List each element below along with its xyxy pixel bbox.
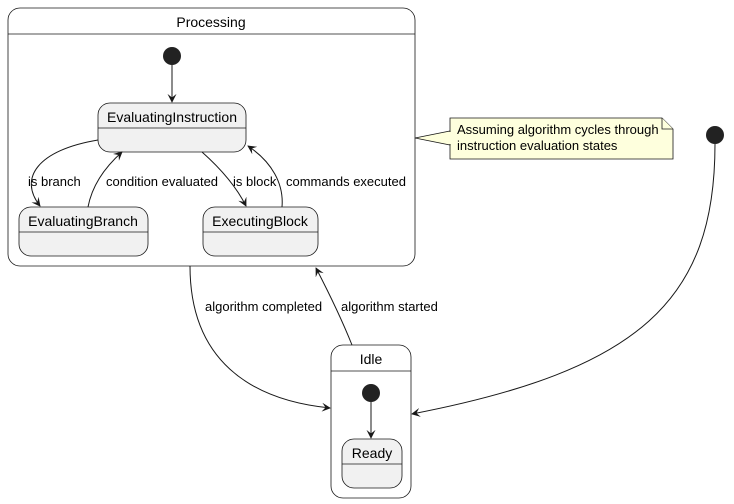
label-condition-evaluated: condition evaluated: [106, 174, 218, 189]
label-is-block: is block: [233, 174, 277, 189]
processing-title: Processing: [176, 14, 245, 30]
label-algorithm-completed: algorithm completed: [205, 299, 322, 314]
note-line-1: Assuming algorithm cycles through: [457, 122, 659, 137]
evaluating-instruction-label: EvaluatingInstruction: [107, 109, 237, 125]
edge-algorithm-started: [315, 267, 353, 346]
evaluating-branch-label: EvaluatingBranch: [28, 213, 138, 229]
edge-is-branch: [30, 139, 99, 207]
evaluating-branch-box: [18, 206, 149, 257]
processing-initial-node: [163, 47, 181, 65]
label-is-branch: is branch: [28, 174, 81, 189]
note-folded-corner: [661, 118, 673, 130]
state-ready[interactable]: Ready: [341, 438, 403, 489]
executing-block-label: ExecutingBlock: [212, 213, 309, 229]
note-box: [449, 117, 674, 160]
note: Assuming algorithm cycles through instru…: [414, 117, 674, 160]
evaluating-instruction-box: [97, 102, 247, 153]
state-evaluating-branch[interactable]: EvaluatingBranch: [18, 206, 149, 257]
edge-algorithm-completed: [189, 265, 331, 412]
idle-title: Idle: [360, 351, 383, 367]
ready-label: Ready: [352, 445, 392, 461]
edge-commands-executed: [247, 145, 283, 208]
state-executing-block[interactable]: ExecutingBlock: [202, 206, 319, 257]
state-evaluating-instruction[interactable]: EvaluatingInstruction: [97, 102, 247, 153]
label-algorithm-started: algorithm started: [341, 299, 438, 314]
note-connector: [414, 130, 451, 146]
edge-top-initial-to-idle: [411, 143, 716, 417]
top-level-initial-node: [706, 126, 724, 144]
executing-block-box: [202, 206, 319, 257]
transition-edges: [30, 65, 716, 439]
label-commands-executed: commands executed: [286, 174, 406, 189]
edge-condition-evaluated: [87, 151, 123, 208]
note-line-2: instruction evaluation states: [457, 138, 618, 153]
idle-initial-node: [362, 384, 380, 402]
ready-box: [341, 438, 403, 489]
edge-is-block: [201, 151, 247, 207]
